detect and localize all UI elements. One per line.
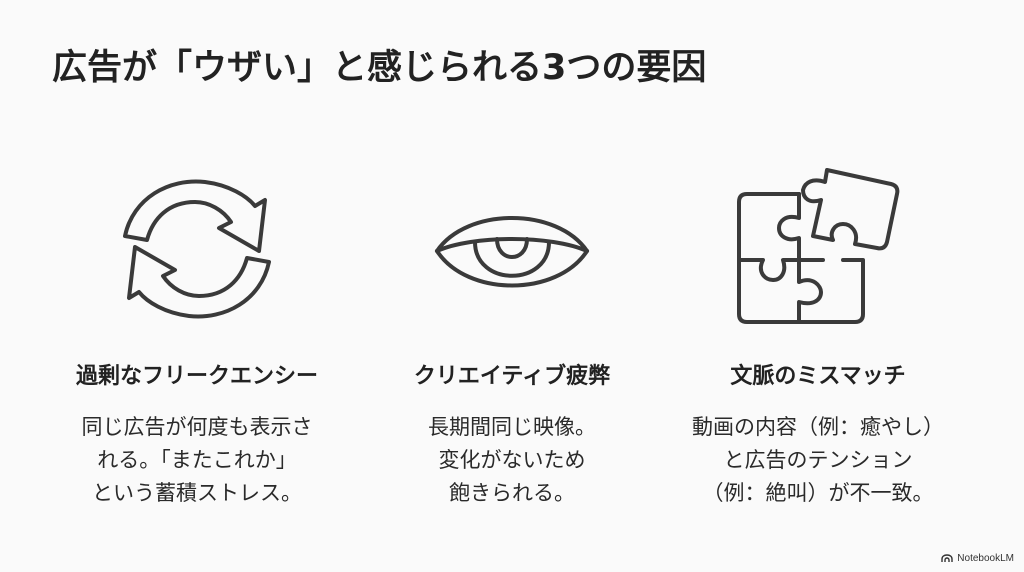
description-line: れる。「またこれか」	[97, 448, 297, 472]
description-line: 飽きられる。	[449, 481, 575, 505]
description-line: 長期間同じ映像。	[428, 415, 596, 439]
notebooklm-label: NotebookLM	[957, 553, 1014, 564]
description-line: 動画の内容（例：癒やし）	[692, 415, 944, 439]
factor-description: 動画の内容（例：癒やし） と広告のテンション （例：絶叫）が不一致。	[653, 411, 983, 510]
notebooklm-watermark: NotebookLM	[941, 553, 1014, 564]
factor-description: 長期間同じ映像。 変化がないため 飽きられる。	[347, 411, 677, 510]
description-line: という蓄積ストレス。	[92, 481, 302, 505]
description-line: 同じ広告が何度も表示さ	[81, 415, 313, 439]
factor-heading: 文脈のミスマッチ	[730, 364, 906, 389]
description-line: と広告のテンション	[723, 448, 913, 472]
factor-heading: クリエイティブ疲弊	[413, 364, 611, 389]
description-line: 変化がないため	[438, 448, 586, 472]
puzzle-pieces-icon	[653, 164, 983, 326]
refresh-cycle-icon	[32, 176, 362, 322]
factor-description: 同じ広告が何度も表示さ れる。「またこれか」 という蓄積ストレス。	[32, 411, 362, 510]
factor-heading: 過剰なフリークエンシー	[75, 364, 318, 389]
description-line: （例：絶叫）が不一致。	[702, 481, 934, 505]
slide-title: 広告が「ウザい」と感じられる3つの要因	[52, 48, 707, 88]
half-closed-eye-icon	[347, 201, 677, 301]
notebooklm-logo-icon	[941, 554, 953, 563]
